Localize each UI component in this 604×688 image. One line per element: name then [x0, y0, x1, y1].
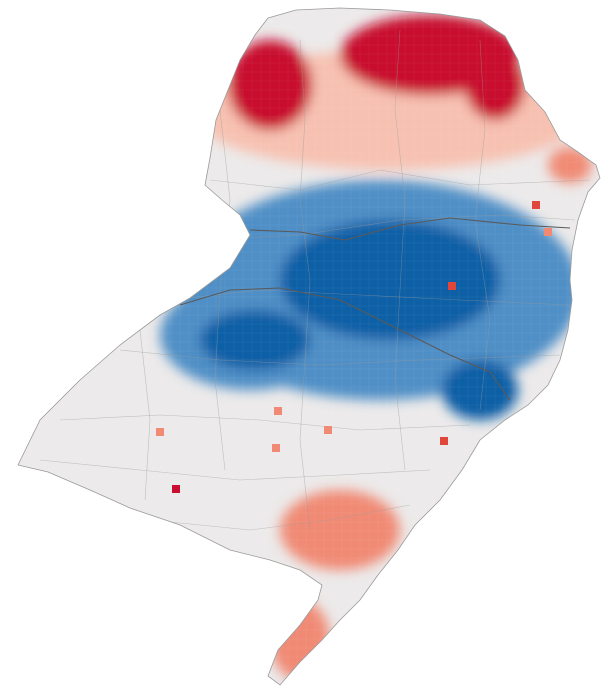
district-boundaries [39, 29, 591, 531]
point-markers [156, 201, 552, 493]
border-north-central [249, 217, 571, 241]
land-outline [17, 7, 601, 686]
state-borders [179, 217, 571, 401]
hotspot-marker [532, 201, 540, 209]
hotspot-marker [440, 437, 448, 445]
hotspot-marker [324, 426, 332, 434]
hotspot-marker [448, 282, 456, 290]
hotspot-marker [156, 428, 164, 436]
border-central-south [179, 287, 511, 401]
hotspot-marker [172, 485, 180, 493]
hotspot-marker [274, 407, 282, 415]
hotspot-marker [544, 228, 552, 236]
hotspot-marker [272, 444, 280, 452]
